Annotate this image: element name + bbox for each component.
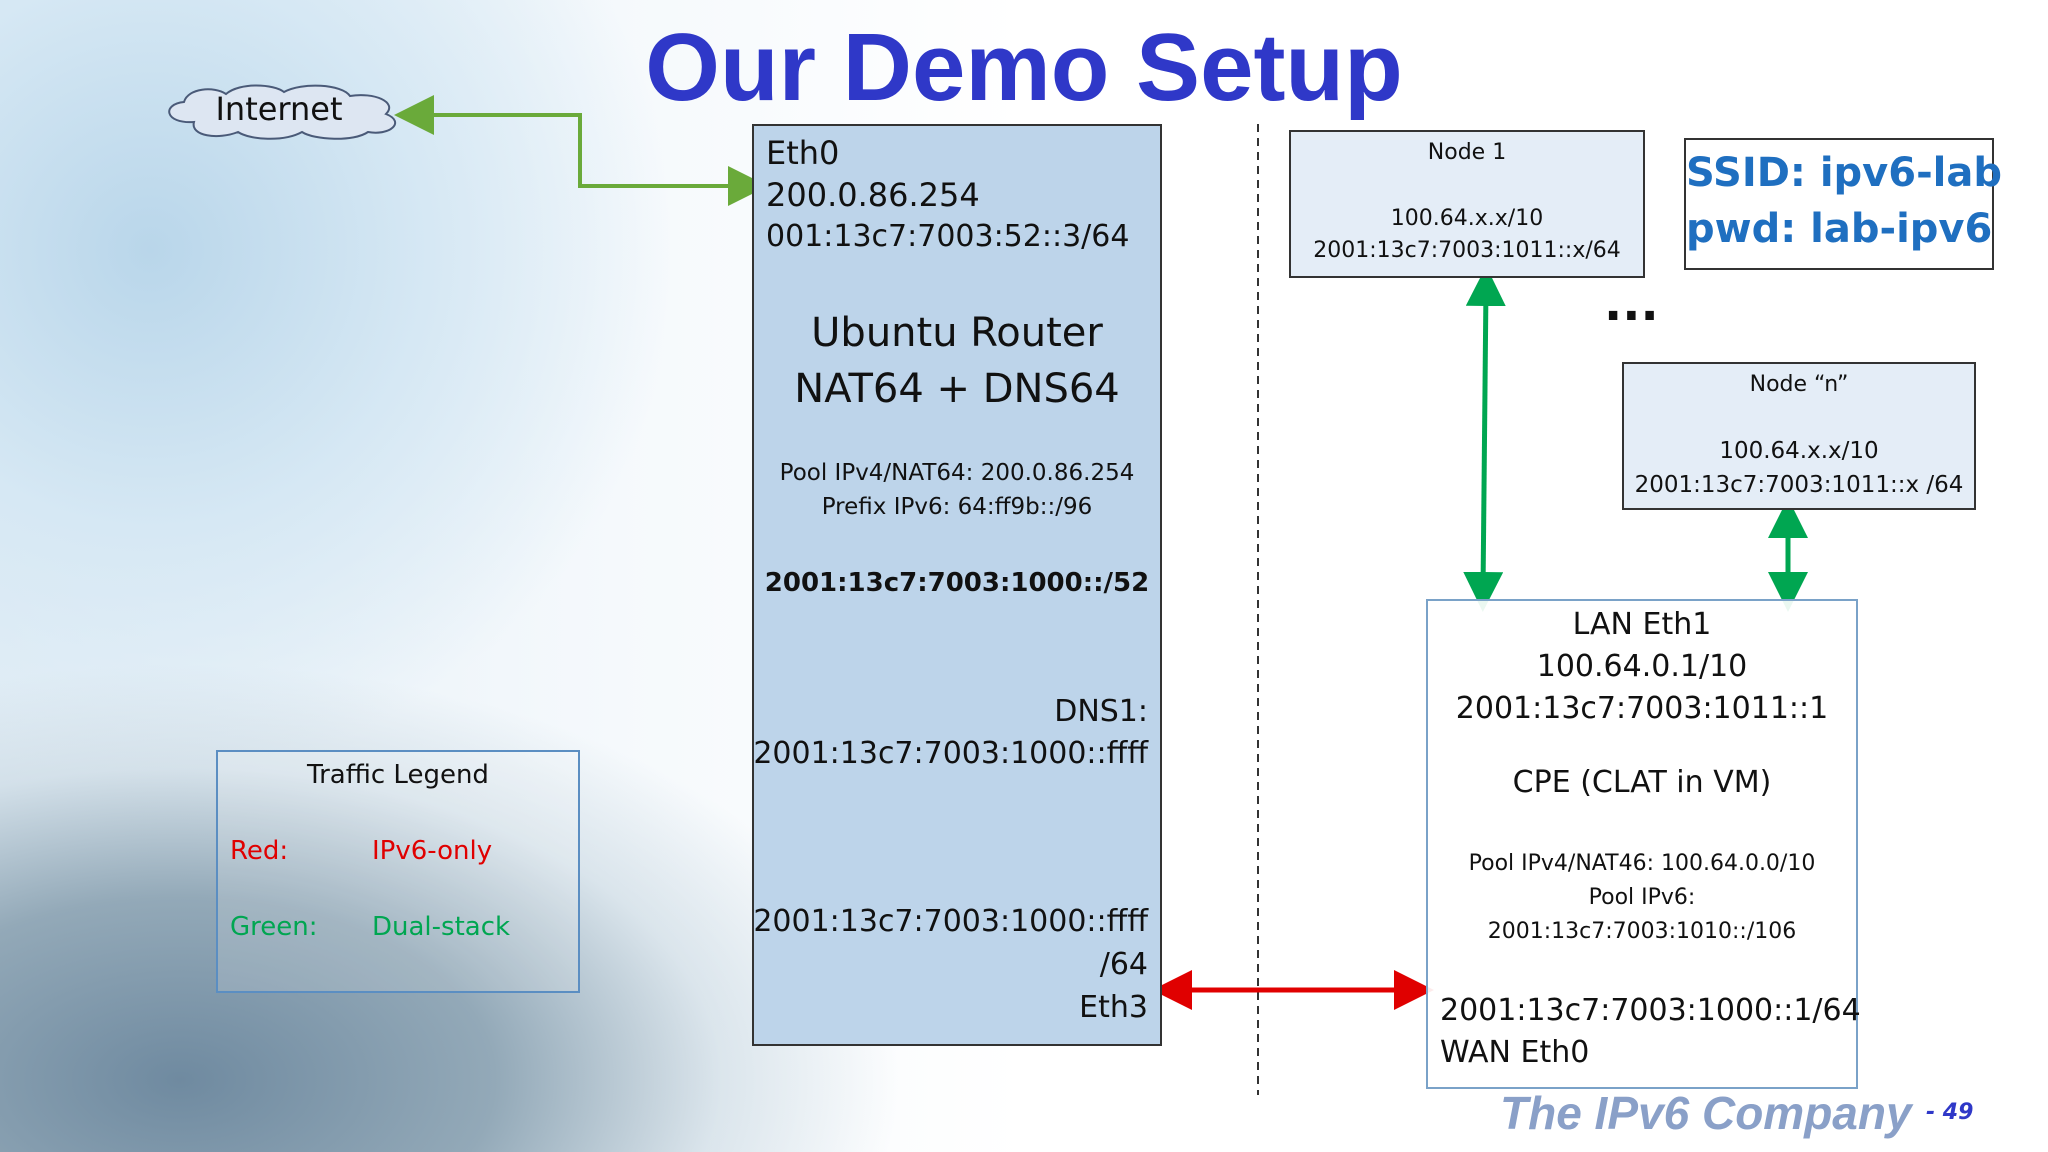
node-1-box: Node 1 100.64.x.x/10 2001:13c7:7003:1011… <box>1289 130 1645 278</box>
cpe-wan-label: WAN Eth0 <box>1440 1035 1590 1070</box>
legend-red-key: Red: <box>230 836 289 866</box>
cloud-icon <box>168 84 397 140</box>
router-dns-label: DNS1: <box>1054 694 1148 729</box>
node-1-ipv4: 100.64.x.x/10 <box>1390 206 1544 231</box>
legend-red-value: IPv6-only <box>372 836 493 866</box>
cpe-wan-addr: 2001:13c7:7003:1000::1/64 <box>1440 993 1861 1028</box>
node-n-title: Node “n” <box>1749 372 1849 397</box>
node-1-ipv6: 2001:13c7:7003:1011::x/64 <box>1313 238 1621 263</box>
router-eth3-label: Eth3 <box>1079 990 1148 1025</box>
router-prefix-ipv6: Prefix IPv6: 64:ff9b::/96 <box>821 494 1093 520</box>
router-name-line2: NAT64 + DNS64 <box>794 366 1120 412</box>
internet-link-arrow <box>394 95 768 206</box>
cpe-pool-ipv6-label: Pool IPv6: <box>1588 885 1696 910</box>
legend-green-key: Green: <box>230 912 318 942</box>
legend-title: Traffic Legend <box>307 760 489 790</box>
router-name-line1: Ubuntu Router <box>811 310 1103 356</box>
cpe-lan-ipv4: 100.64.0.1/10 <box>1536 649 1748 684</box>
cpe-pool-ipv4: Pool IPv4/NAT46: 100.64.0.0/10 <box>1468 851 1816 876</box>
router-eth0-ipv4: 200.0.86.254 <box>766 176 980 214</box>
ubuntu-router-box: Eth0 200.0.86.254 001:13c7:7003:52::3/64… <box>752 124 1162 1046</box>
cpe-pool-ipv6: 2001:13c7:7003:1010::/106 <box>1487 919 1797 944</box>
router-eth3-addr: 2001:13c7:7003:1000::ffff <box>753 904 1148 939</box>
legend-green-value: Dual-stack <box>372 912 511 942</box>
node-n-ipv4: 100.64.x.x/10 <box>1719 438 1879 464</box>
cpe-name: CPE (CLAT in VM) <box>1512 765 1772 800</box>
wifi-credentials-box: SSID: ipv6-lab pwd: lab-ipv6 <box>1684 138 2003 270</box>
internet-label: Internet <box>215 90 343 128</box>
router-subnet: 2001:13c7:7003:1000::/52 <box>764 568 1150 598</box>
node1-cpe-arrow <box>1463 266 1506 612</box>
router-eth0-label: Eth0 <box>766 134 840 172</box>
page-number: - 49 <box>1926 1100 1974 1125</box>
wifi-password: pwd: lab-ipv6 <box>1686 206 1993 252</box>
router-dns-addr: 2001:13c7:7003:1000::ffff <box>753 736 1148 771</box>
cpe-box: LAN Eth1 100.64.0.1/10 2001:13c7:7003:10… <box>1426 599 1861 1089</box>
cpe-lan-ipv6: 2001:13c7:7003:1011::1 <box>1455 691 1829 726</box>
router-eth0-ipv6: 001:13c7:7003:52::3/64 <box>766 219 1130 254</box>
slide-title: Our Demo Setup <box>645 14 1403 121</box>
company-logo: The IPv6 Company <box>1500 1087 1912 1139</box>
cpe-lan-label: LAN Eth1 <box>1572 607 1712 642</box>
node-n-box: Node “n” 100.64.x.x/10 2001:13c7:7003:10… <box>1622 362 1976 510</box>
router-pool-ipv4: Pool IPv4/NAT64: 200.0.86.254 <box>779 460 1135 486</box>
node-1-title: Node 1 <box>1427 140 1507 165</box>
nodes-ellipsis: ... <box>1604 276 1659 332</box>
wifi-ssid: SSID: ipv6-lab <box>1686 150 2003 196</box>
node-n-ipv6: 2001:13c7:7003:1011::x /64 <box>1634 472 1964 498</box>
router-eth3-prefix: /64 <box>1099 947 1148 982</box>
traffic-legend: Traffic Legend Red: IPv6-only Green: Dua… <box>216 750 580 993</box>
internet-cloud: Internet <box>154 82 404 140</box>
